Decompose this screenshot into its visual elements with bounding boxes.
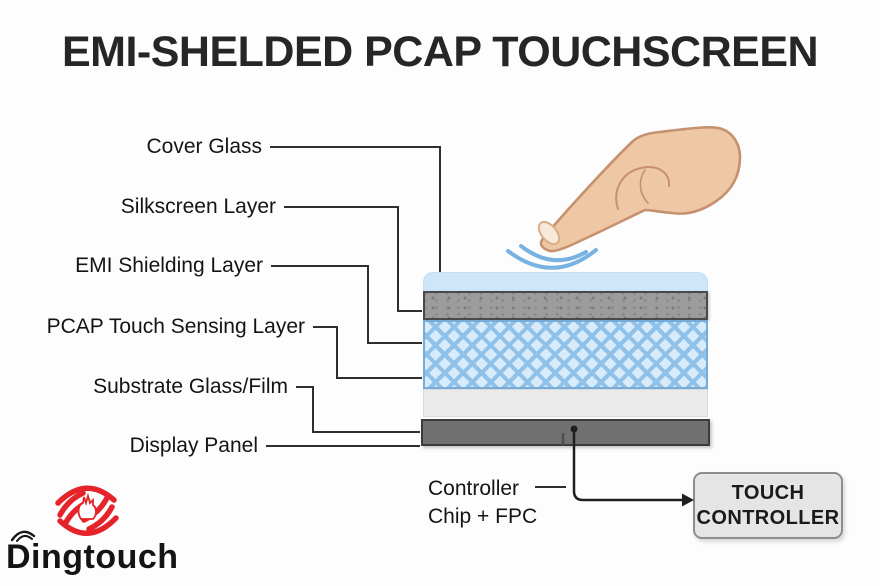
finger-silhouette xyxy=(539,126,742,253)
display-panel-layer xyxy=(421,419,710,446)
logo-d-arc-icon xyxy=(10,530,36,542)
logo-diag-4 xyxy=(86,504,115,532)
pcap-touch-sensing-layer xyxy=(423,320,708,389)
controller-chip-line2: Chip + FPC xyxy=(428,505,538,528)
finger-touch-icon xyxy=(537,126,742,253)
silkscreen-layer xyxy=(423,291,708,320)
label-cover-glass: Cover Glass xyxy=(146,135,262,158)
dingtouch-logo-mark-icon xyxy=(55,485,119,536)
touch-controller-line1: TOUCH xyxy=(731,481,805,504)
logo-diag-1 xyxy=(57,490,86,518)
page-title: EMI-SHELDED PCAP TOUCHSCREEN xyxy=(61,28,819,76)
finger-fold-inner-line xyxy=(639,169,649,204)
label-controller-chip-fpc: Controller Chip + FPC xyxy=(428,475,537,531)
connector-cover-glass xyxy=(270,146,441,272)
label-display-panel: Display Panel xyxy=(129,434,258,457)
logo-arc-top xyxy=(55,485,117,506)
touch-controller-line2: CONTROLLER xyxy=(696,506,840,529)
cover-glass-layer xyxy=(423,272,708,291)
logo-text: Dingtouch xyxy=(6,538,179,576)
logo-hand-icon xyxy=(77,492,97,520)
label-silkscreen-layer: Silkscreen Layer xyxy=(120,195,276,218)
finger-fold-line xyxy=(615,166,671,210)
substrate-glass-film-layer xyxy=(423,389,708,417)
dingtouch-logo: Dingtouch xyxy=(6,470,196,582)
fingernail xyxy=(537,220,561,246)
label-substrate-glass-film: Substrate Glass/Film xyxy=(93,375,288,398)
controller-chip-line1: Controller xyxy=(428,477,520,500)
touch-ripple-icon xyxy=(506,244,598,270)
connector-silkscreen xyxy=(284,206,422,312)
label-emi-shielding-layer: EMI Shielding Layer xyxy=(75,254,263,277)
connector-pcap-sensing xyxy=(313,326,422,379)
label-pcap-touch-sensing-layer: PCAP Touch Sensing Layer xyxy=(46,315,305,338)
ripple-outer-arc xyxy=(506,248,598,270)
ripple-inner-arc xyxy=(519,244,588,263)
touch-controller-box: TOUCH CONTROLLER xyxy=(693,472,843,539)
connector-substrate xyxy=(296,386,420,433)
